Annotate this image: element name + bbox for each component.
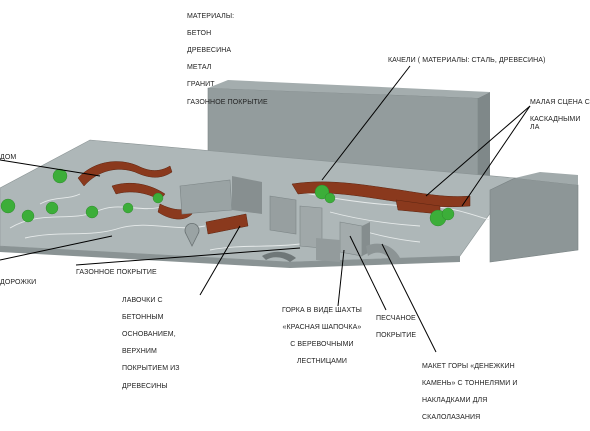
material-item: ГРАНИТ	[187, 81, 215, 89]
wooden-benches	[77, 161, 471, 235]
label-house: ДОМ	[0, 153, 17, 161]
label-sand: ПЕСЧАНОЕ ПОКРЫТИЕ	[376, 314, 417, 339]
park-site-plan	[0, 65, 579, 353]
material-item: БЕТОН	[187, 29, 212, 37]
trees	[0, 168, 455, 227]
label-paths: ДОРОЖКИ	[0, 278, 37, 286]
material-item: ДРЕВЕСИНА	[187, 46, 232, 54]
material-item: МЕТАЛ	[187, 64, 212, 72]
label-benches: ЛАВОЧКИ С БЕТОННЫМ ОСНОВАНИЕМ, ВЕРХНИМ П…	[122, 296, 180, 390]
label-slide: ГОРКА В ВИДЕ ШАХТЫ «КРАСНАЯ ШАПОЧКА» С В…	[282, 306, 362, 366]
label-lawn: ГАЗОННОЕ ПОКРЫТИЕ	[76, 268, 157, 276]
label-swings: КАЧЕЛИ ( МАТЕРИАЛЫ: СТАЛЬ, ДРЕВЕСИНА)	[388, 56, 546, 64]
leader-lines	[0, 65, 531, 353]
materials-title: МАТЕРИАЛЫ:	[187, 12, 235, 20]
material-item: ГАЗОННОЕ ПОКРЫТИЕ	[187, 98, 268, 106]
location-pin	[184, 222, 200, 247]
label-stage: МАЛАЯ СЦЕНА С КАСКАДНЫМИ ЛА	[530, 98, 590, 132]
materials-legend: МАТЕРИАЛЫ: БЕТОН ДРЕВЕСИНА МЕТАЛ ГРАНИТ …	[187, 4, 268, 116]
label-mountain: МАКЕТ ГОРЫ «ДЕНЕЖКИН КАМЕНЬ» С ТОННЕЛЯМИ…	[422, 362, 518, 422]
